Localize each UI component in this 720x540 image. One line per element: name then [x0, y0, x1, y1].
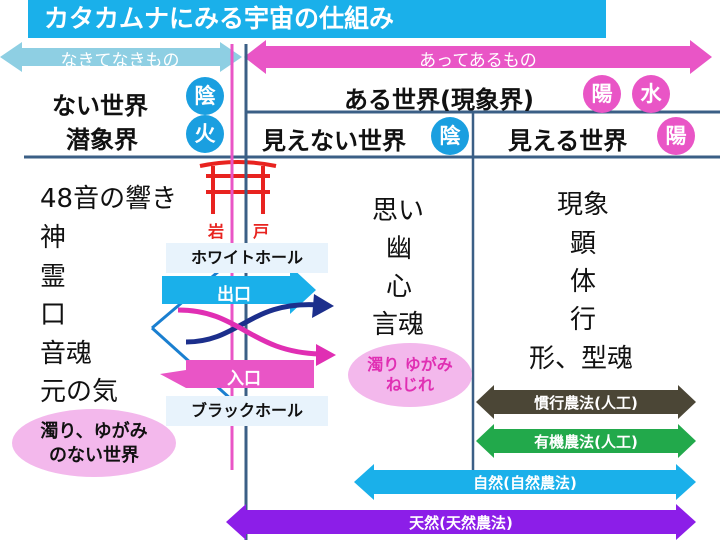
nakitenaki-arrow-shape	[0, 42, 242, 72]
magenta-curve-arrow	[177, 307, 321, 357]
nai-sekai-label: ない世界	[52, 92, 148, 120]
sui-badge: 水	[632, 75, 670, 113]
middle-item-yuu: 幽	[386, 234, 413, 264]
left-item-moto-no-ki: 元の気	[40, 377, 119, 407]
senshokai-label: 潜象界	[66, 126, 138, 154]
page-title: カタカムナにみる宇宙の仕組み	[28, 0, 606, 38]
right-item-ken: 顕	[570, 229, 597, 259]
to-label: 戸	[253, 222, 270, 241]
right-item-tai: 体	[570, 267, 597, 297]
middle-item-kokoro: 心	[386, 272, 413, 302]
mienai-sekai-label: 見えない世界	[262, 127, 406, 155]
mieru-sekai-label: 見える世界	[508, 127, 628, 155]
yuki-label: 有機農法(人工)	[534, 433, 638, 451]
clean-world-ellipse	[12, 409, 176, 477]
right-item-gyou: 行	[570, 305, 597, 335]
nakitenaki-label: なきてなきもの	[60, 51, 180, 71]
yuki-band-shape	[476, 424, 696, 458]
exit-arrow-shape	[162, 266, 316, 314]
torii-gate	[199, 160, 277, 214]
attearu-arrow-shape	[244, 40, 712, 74]
white-hole-label: ホワイトホール	[166, 243, 328, 273]
left-item-otodama: 音魂	[40, 339, 93, 369]
middle-item-omoi: 思い	[372, 196, 425, 226]
attearu-label: あってあるもの	[419, 51, 537, 71]
clean-note-line1: 濁り、ゆがみ	[40, 421, 148, 442]
clean-note: 濁り、ゆがみ のない世界	[14, 420, 174, 468]
in-badge-right: 陰	[431, 117, 469, 155]
left-item-kami: 神	[40, 223, 67, 253]
magenta-arrowhead	[316, 344, 336, 366]
you-badge-right: 陽	[657, 117, 695, 155]
tennen-band-shape	[226, 504, 696, 540]
shizen-label: 自然(自然農法)	[473, 474, 577, 492]
dirty-note-line2: ねじれ	[385, 375, 434, 394]
dirty-ellipse	[348, 343, 472, 407]
navy-curve-arrow	[185, 302, 321, 345]
entrance-arrow-shape	[160, 360, 314, 388]
ka-badge: 火	[186, 115, 224, 153]
right-item-katachi: 形、型魂	[529, 344, 634, 374]
left-item-rei: 霊	[40, 262, 67, 292]
entrance-label: 入口	[227, 369, 261, 389]
aru-sekai-label: ある世界(現象界)	[344, 86, 534, 114]
kanko-label: 慣行農法(人工)	[534, 394, 638, 412]
you-badge-top: 陽	[583, 75, 621, 113]
exit-label: 出口	[217, 285, 251, 305]
kanko-band-shape	[476, 385, 696, 419]
middle-item-kotodama: 言魂	[372, 310, 425, 340]
right-item-gensho: 現象	[557, 190, 610, 220]
clean-note-line2: のない世界	[49, 445, 139, 466]
left-item-kuchi: 口	[40, 300, 67, 330]
navy-arrowhead	[312, 294, 334, 318]
iwa-label: 岩	[208, 222, 225, 241]
left-item-48on: 48音の響き	[40, 184, 178, 214]
black-hole-label: ブラックホール	[166, 396, 328, 426]
shizen-band-shape	[354, 464, 696, 500]
in-badge-left: 陰	[186, 77, 224, 115]
tennen-label: 天然(天然農法)	[409, 514, 513, 532]
dirty-note: 濁り ゆがみ ねじれ	[350, 355, 470, 395]
dirty-note-line1: 濁り ゆがみ	[367, 355, 453, 374]
